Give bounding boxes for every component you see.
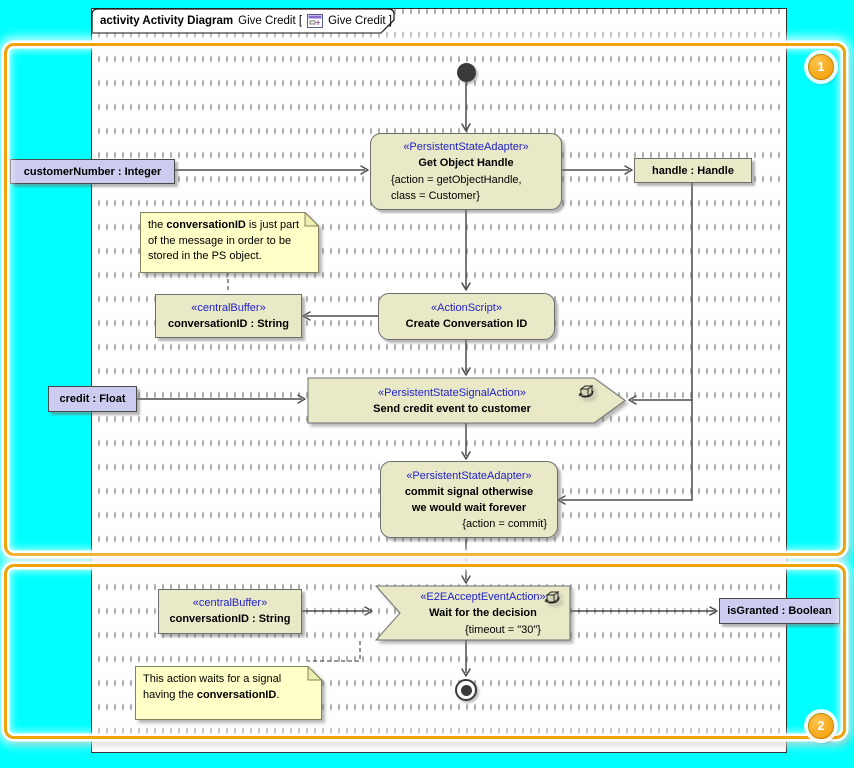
object-node-handle[interactable]: handle : Handle — [634, 158, 752, 183]
object-node-label: isGranted : Boolean — [727, 605, 832, 617]
tag-line: {action = getObjectHandle, — [391, 174, 522, 186]
central-buffer-bottom[interactable]: «centralBuffer» conversationID : String — [158, 589, 302, 634]
note-text-post: . — [276, 688, 280, 701]
activity-final-node[interactable] — [455, 679, 477, 701]
action-create-conversation-id[interactable]: «ActionScript» Create Conversation ID — [378, 293, 555, 340]
note-text-post: is just part of the message in order to … — [148, 219, 300, 262]
central-buffer-top[interactable]: «centralBuffer» conversationID : String — [155, 294, 302, 338]
stereotype-label: «PersistentStateAdapter» — [403, 141, 529, 153]
accept-event-action-wait-decision[interactable]: «E2EAcceptEventAction» Wait for the deci… — [375, 585, 572, 642]
tagged-values: {action = commit} — [462, 517, 547, 530]
stereotype-label: «PersistentStateAdapter» — [406, 469, 532, 482]
annotation-badge-1: 1 — [808, 54, 834, 80]
object-node-label: credit : Float — [59, 393, 126, 405]
activity-diagram-icon — [307, 13, 324, 28]
accept-event-cube-icon — [544, 591, 560, 604]
diagram-name-label: Give Credit [ — [238, 14, 303, 27]
note-shape — [140, 212, 319, 273]
note-shape — [135, 666, 322, 720]
note-text-pre: the — [148, 219, 167, 231]
send-signal-action-send-credit[interactable]: «PersistentStateSignalAction» Send credi… — [307, 377, 627, 424]
note-text-bold: conversationID — [166, 219, 246, 231]
stereotype-label: «ActionScript» — [431, 302, 502, 314]
action-get-object-handle[interactable]: «PersistentStateAdapter» Get Object Hand… — [370, 133, 562, 210]
action-commit-signal[interactable]: «PersistentStateAdapter» commit signal o… — [380, 461, 558, 538]
diagram-name-close-label: Give Credit ] — [328, 14, 392, 27]
activity-final-dot — [460, 684, 472, 696]
object-node-label: handle : Handle — [652, 164, 734, 177]
stereotype-label: «E2EAcceptEventAction» — [420, 590, 546, 603]
object-node-customer-number[interactable]: customerNumber : Integer — [10, 159, 175, 184]
action-name: Send credit event to customer — [373, 402, 531, 415]
persistent-signal-cube-icon — [578, 385, 594, 398]
note-text-bold: conversationID — [196, 688, 277, 701]
action-name: Create Conversation ID — [405, 318, 528, 330]
action-name: Get Object Handle — [418, 157, 514, 169]
stereotype-label: «centralBuffer» — [191, 301, 266, 314]
buffer-name: conversationID : String — [167, 317, 290, 330]
action-name-line2: we would wait forever — [411, 501, 527, 514]
tagged-values: {action = getObjectHandle, class = Custo… — [371, 172, 561, 204]
object-node-credit[interactable]: credit : Float — [48, 386, 137, 412]
object-node-is-granted[interactable]: isGranted : Boolean — [719, 598, 840, 624]
diagram-kind-label: activity Activity Diagram — [100, 14, 234, 27]
tagged-values: {timeout = "30"} — [464, 623, 541, 636]
annotation-badge-2: 2 — [808, 713, 834, 739]
note-text: This action waits for a signal having th… — [135, 666, 308, 720]
accept-event-shape — [375, 585, 571, 641]
note-text: the conversationID is just part of the m… — [140, 212, 305, 273]
action-name-line1: commit signal otherwise — [404, 485, 534, 498]
diagram-frame-title-tab[interactable]: activity Activity Diagram Give Credit [ … — [91, 8, 399, 34]
note-conversation-id[interactable]: the conversationID is just part of the m… — [140, 212, 319, 273]
object-node-label: customerNumber : Integer — [23, 165, 162, 178]
stereotype-label: «centralBuffer» — [192, 597, 268, 609]
initial-node[interactable] — [457, 63, 476, 82]
note-wait-signal[interactable]: This action waits for a signal having th… — [135, 666, 322, 720]
action-name: Wait for the decision — [429, 606, 537, 619]
buffer-name: conversationID : String — [169, 613, 291, 625]
note-text-pre: This action waits for a signal having th… — [143, 673, 282, 701]
tag-line: class = Customer} — [391, 190, 480, 202]
frame-tab-text: activity Activity Diagram Give Credit [ … — [100, 8, 392, 33]
stereotype-label: «PersistentStateSignalAction» — [378, 386, 526, 399]
